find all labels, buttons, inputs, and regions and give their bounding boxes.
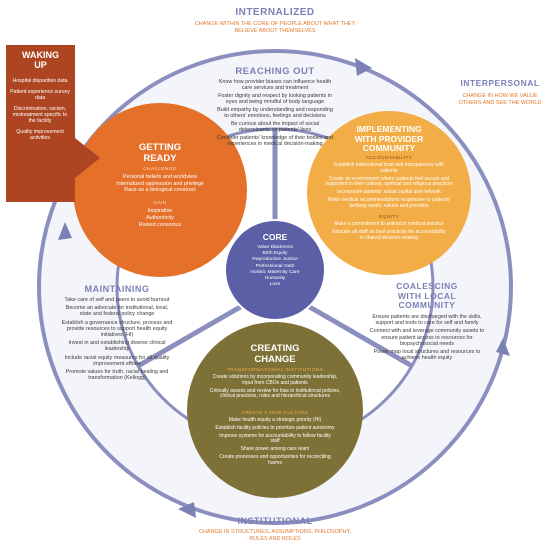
equity-list: Make a commitment to antiracist medical … — [330, 221, 448, 241]
maintaining-item: Take care of self and peers to avoid bur… — [64, 297, 170, 303]
waking-up-title: WAKING UP — [6, 50, 75, 70]
waking-up-title-line2: UP — [34, 60, 47, 70]
core-item: Professional Oath — [255, 263, 295, 269]
maintaining-item: Promote values for truth, racial healing… — [65, 369, 169, 382]
equity-label: EQUITY — [378, 215, 400, 220]
institutional-subtitle: CHANGE IN STRUCTURES, ASSUMPTIONS, PHILO… — [198, 529, 352, 542]
core-item: Reproductive Justice — [252, 257, 298, 263]
accountability-list: Establish bidirectional trust and transp… — [325, 162, 453, 210]
culture-item: Share power among care team — [240, 446, 310, 453]
maintaining-title: MAINTAINING — [84, 284, 150, 294]
core-circle — [224, 219, 326, 321]
core-item: Birth Equity — [262, 251, 288, 257]
challenge-item: Personal beliefs and worldview — [122, 174, 197, 180]
culture-list: Make health equity a strategic priority … — [215, 417, 335, 467]
culture-item: Make health equity a strategic priority … — [228, 417, 322, 423]
ring-arrows — [58, 58, 510, 518]
internalized-subtitle: CHANGE WITHIN THE CORE OF PEOPLE ABOUT W… — [194, 21, 356, 34]
creating-change-title: CREATING CHANGE — [215, 343, 335, 365]
waking-up-title-line1: WAKING — [22, 50, 59, 60]
reaching-out-item: Build empathy by understanding and respo… — [217, 106, 333, 120]
accountability-item: Create an environment where patients fee… — [325, 175, 453, 188]
maintaining-item: Invest in and establishing diverse clini… — [68, 340, 166, 353]
core-item: Holistic Maternity Care — [250, 269, 300, 275]
accountability-item: Incorporate patients' social capital and… — [337, 189, 441, 196]
challenge-list: Personal beliefs and worldview Internali… — [95, 174, 225, 194]
core-item: Love — [269, 282, 281, 288]
maintaining-item: Include racial equity measures for all q… — [64, 354, 170, 367]
culture-item: Create processes and opportunities for r… — [219, 453, 331, 466]
implementing-title-line2: WITH PROVIDER — [354, 133, 424, 144]
core-item: Value Blackness — [257, 245, 293, 250]
coalescing-title-line1: COALESCING — [396, 281, 458, 291]
implementing-title: IMPLEMENTING WITH PROVIDER COMMUNITY — [330, 124, 448, 154]
gain-item: Raised conscious — [138, 221, 182, 228]
reaching-out-item: Know how provider biases can influence h… — [218, 79, 332, 92]
maintaining-list: Take care of self and peers to avoid bur… — [60, 297, 174, 381]
reaching-out-item: Consider patients' knowledge of their bo… — [216, 134, 334, 147]
coalescing-title: COALESCING WITH LOCAL COMMUNITY — [372, 281, 482, 311]
transformational-item: Create solutions by incorporating commun… — [212, 374, 338, 386]
maintaining-item: Become an advocate for institutional, lo… — [65, 305, 169, 318]
coalescing-list: Ensure patients are discharged with the … — [368, 314, 486, 361]
implementing-title-line3: COMMUNITY — [362, 143, 416, 153]
interpersonal-subtitle: CHANGE IN HOW WE VALUE OTHERS AND SEE TH… — [458, 93, 542, 106]
implementing-title-line1: IMPLEMENTING — [356, 124, 422, 134]
coalescing-title-line2: WITH LOCAL — [397, 290, 457, 301]
core-item: Humanity — [264, 276, 286, 282]
implementing-circle — [307, 111, 471, 275]
waking-up-box — [6, 45, 100, 202]
reaching-out-item: Foster dignity and respect by looking pa… — [218, 92, 332, 106]
coalescing-item: Power map local structures and resources… — [373, 349, 481, 362]
equity-item: Educate all staff on best practices for … — [332, 228, 446, 241]
creating-change-title-line2: CHANGE — [254, 353, 296, 365]
challenge-item: Internalized oppression and privilege — [116, 180, 204, 187]
waking-up-item: Hospital disparities data — [12, 78, 68, 84]
institutional-title: INSTITUTIONAL — [237, 516, 313, 526]
accountability-label: ACCOUNTABILITY — [365, 156, 413, 161]
accountability-item: Establish bidirectional trust and transp… — [334, 162, 444, 174]
interpersonal-title: INTERPERSONAL — [460, 78, 540, 88]
internalized-title: INTERNALIZED — [235, 7, 315, 18]
waking-up-item: Patient experience survey data — [10, 89, 70, 101]
getting-ready-circle — [73, 103, 247, 277]
coalescing-item: Ensure patients are discharged with the … — [372, 314, 482, 327]
waking-up-list: Hospital disparities data Patient experi… — [9, 78, 71, 141]
reaching-out-item: Be curious about the impact of social de… — [230, 120, 320, 133]
maintaining-item: Establish a governance structure, proces… — [61, 319, 173, 339]
transformational-label: TRANSFORMATIONAL INSTITUTIONS — [226, 368, 324, 373]
gain-label: GAIN — [153, 201, 167, 206]
coalescing-title-line3: COMMUNITY — [398, 300, 456, 310]
gain-item: Authenticity — [146, 214, 174, 221]
transformational-list: Create solutions by incorporating commun… — [208, 374, 342, 400]
culture-item: Improve systems for accountability to fe… — [219, 432, 331, 445]
getting-ready-title-line2: READY — [143, 152, 177, 164]
core-list: Value Blackness Birth Equity Reproductiv… — [232, 245, 318, 288]
creating-change-title-line1: CREATING — [250, 343, 300, 354]
waking-up-item: Quality improvement activities — [16, 129, 64, 141]
challenge-label: CHALLENGE — [143, 167, 177, 172]
accountability-item: Make medical recommendations responsive … — [327, 196, 451, 209]
challenge-item: Race as a biological construct — [124, 187, 196, 194]
equity-item: Make a commitment to antiracist medical … — [334, 221, 444, 227]
transformational-item: Critically assess and review for bias in… — [209, 387, 341, 400]
getting-ready-title: GETTING READY — [100, 142, 220, 164]
gain-item: Inspiration — [147, 208, 173, 214]
culture-label: CREATE A NEW CULTURE — [241, 411, 309, 416]
creating-change-circle — [187, 322, 363, 498]
waking-up-item: Discrimination, racism, mistreatment spe… — [12, 106, 68, 124]
getting-ready-title-line1: GETTING — [138, 142, 182, 153]
reaching-out-title: REACHING OUT — [235, 66, 315, 77]
gain-list: Inspiration Authenticity Raised consciou… — [100, 208, 220, 228]
coalescing-item: Connect with and leverage community asse… — [369, 328, 485, 347]
reaching-out-list: Know how provider biases can influence h… — [215, 79, 335, 147]
core-title: CORE — [262, 232, 288, 242]
culture-item: Establish facility policies to prioritiz… — [215, 424, 335, 431]
